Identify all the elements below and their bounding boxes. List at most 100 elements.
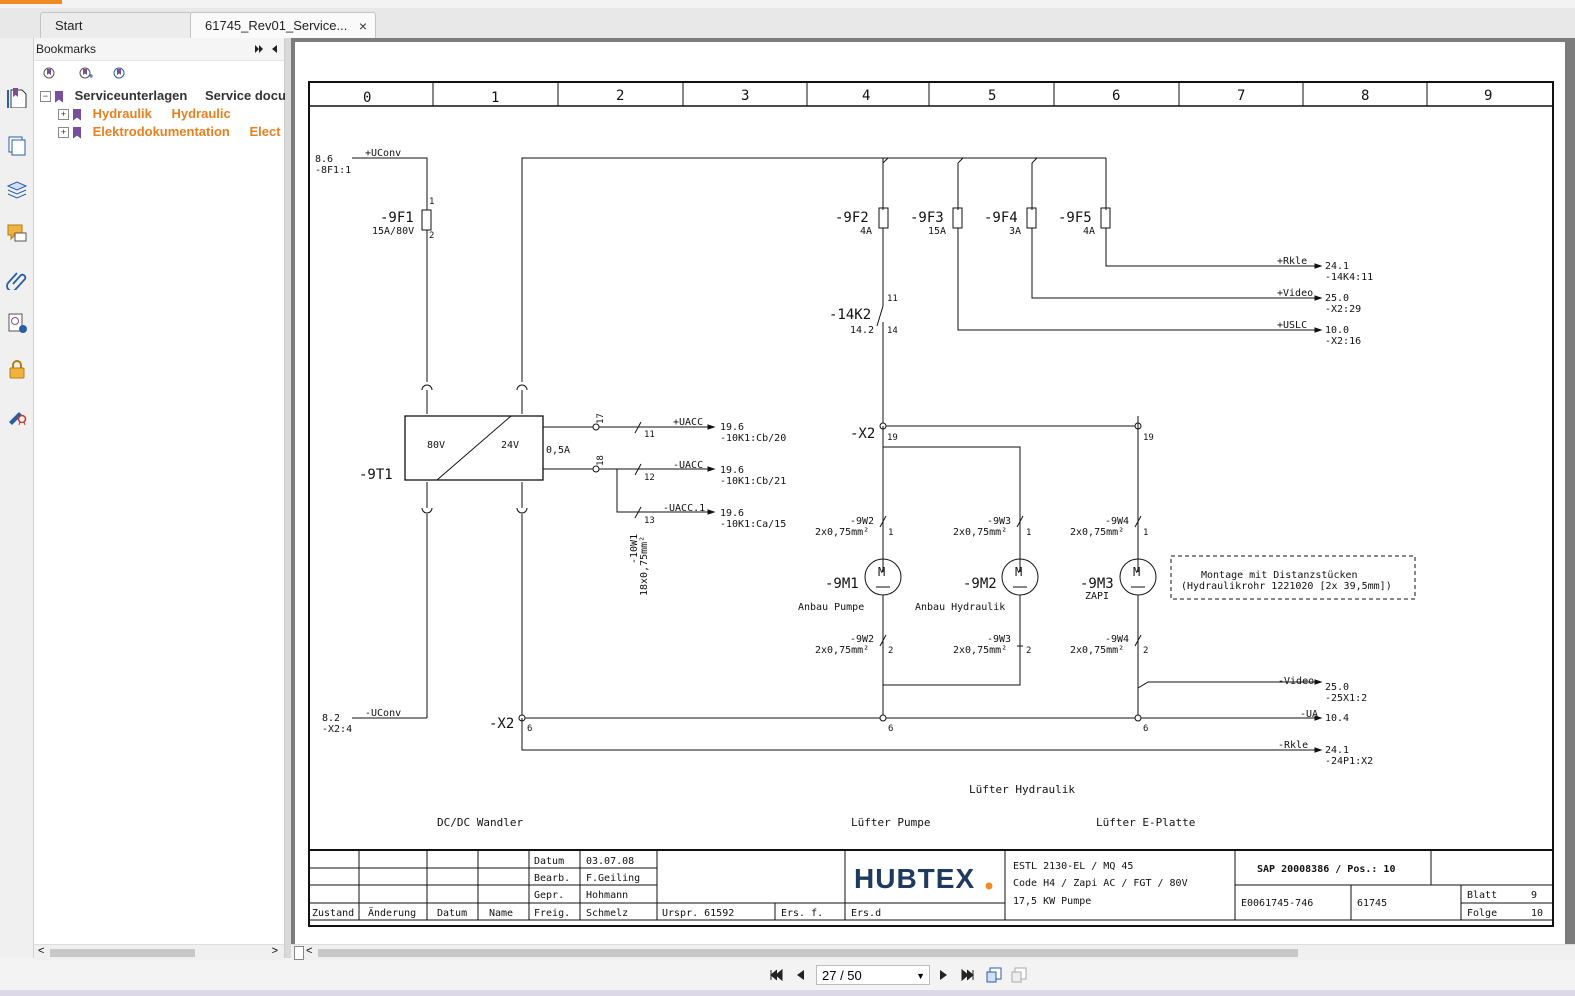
bottom-edge (0, 990, 1575, 996)
tb-zustand: Zustand (312, 908, 354, 919)
find-bookmark-icon[interactable] (112, 65, 128, 81)
lock-icon[interactable] (6, 358, 28, 380)
tb-name: Name (489, 908, 513, 919)
tab-document-label: 61745_Rev01_Service... (205, 18, 348, 33)
tb-datum-label: Datum (534, 856, 564, 867)
tb-blatt-label: Blatt (1467, 890, 1497, 901)
label-video-bot-ref2: -25X1:2 (1325, 693, 1367, 704)
scroll-box-icon[interactable] (294, 946, 304, 960)
label-n12: 12 (644, 473, 655, 483)
label-video-top: +Video (1277, 288, 1313, 299)
layers-icon[interactable] (6, 178, 28, 200)
label-uconv-bot-ref: 8.2 (322, 713, 340, 724)
label-w4-bot: -9W4 (1105, 634, 1129, 645)
label-f2: -9F2 (835, 210, 869, 226)
label-rkle-top: +Rkle (1277, 256, 1307, 267)
first-page-icon[interactable] (768, 966, 786, 984)
expand-toggle-icon[interactable]: + (58, 127, 69, 139)
bookmark-options-icon[interactable] (42, 65, 58, 81)
expand-toggle-icon[interactable]: + (58, 109, 69, 121)
logo-dot-icon (985, 882, 993, 890)
bookmark-toolbar (34, 61, 284, 85)
fit-width-icon[interactable] (1010, 966, 1028, 984)
last-page-icon[interactable] (958, 966, 976, 984)
label-x2-bot: -X2 (489, 716, 514, 732)
column-3: 3 (741, 88, 749, 104)
label-rkle-bot-ref2: -24P1:X2 (1325, 756, 1373, 767)
column-6: 6 (1112, 88, 1120, 104)
label-k2: -14K2 (829, 307, 871, 323)
tab-start[interactable]: Start (40, 12, 192, 38)
label-w3-top-spec: 2x0,75mm² (953, 527, 1007, 538)
scroll-left-icon[interactable]: < (306, 945, 313, 957)
label-k2-ref: 14.2 (850, 325, 874, 336)
attachment-icon[interactable] (6, 268, 28, 290)
section-luefter-hydraulik: Lüfter Hydraulik (969, 783, 1075, 796)
label-m2-desc: Anbau Hydraulik (915, 602, 1005, 613)
label-x2-19b: 19 (1143, 433, 1154, 443)
bookmark-icon (73, 126, 81, 139)
label-pin: 1 (1143, 528, 1148, 538)
motor-m1-symbol: M (878, 565, 885, 579)
panel-splitter[interactable] (285, 38, 291, 958)
label-w2-top: -9W2 (850, 516, 874, 527)
collapse-panel-icon[interactable] (270, 44, 278, 54)
next-page-icon[interactable] (934, 966, 952, 984)
label-video-top-ref: 25.0 (1325, 293, 1349, 304)
collapse-toggle-icon[interactable]: − (40, 91, 51, 103)
column-9: 9 (1484, 88, 1492, 104)
label-video-bot-ref: 25.0 (1325, 682, 1349, 693)
column-4: 4 (862, 88, 870, 104)
panel-horizontal-scrollbar[interactable]: < > (34, 944, 284, 961)
label-k2-n14: 14 (887, 326, 898, 336)
label-w3-bot: -9W3 (987, 634, 1011, 645)
section-luefter-pumpe: Lüfter Pumpe (851, 816, 930, 829)
label-ua: -UA (1300, 709, 1318, 720)
bookmark-label-extra: Service docu (204, 88, 286, 103)
scroll-thumb[interactable] (318, 949, 1298, 957)
label-w4-top: -9W4 (1105, 516, 1129, 527)
viewer-horizontal-scrollbar[interactable]: < (291, 944, 1575, 961)
bookmark-page-icon[interactable] (6, 86, 28, 108)
fit-page-icon[interactable] (985, 966, 1003, 984)
tab-document[interactable]: 61745_Rev01_Service... × (190, 12, 376, 38)
label-uacc-minus-ref: 19.6 (720, 465, 744, 476)
expand-panel-icon[interactable] (254, 44, 264, 54)
bookmark-label: Serviceunterlagen (74, 88, 188, 103)
page-number-select[interactable]: 27 / 50 ▼ (816, 965, 930, 985)
label-f3-rating: 15A (928, 226, 946, 237)
label-w3-bot-spec: 2x0,75mm² (953, 645, 1007, 656)
expand-bookmark-icon[interactable] (78, 65, 94, 81)
column-2: 2 (616, 88, 624, 104)
tb-urspr: Urspr. 61592 (662, 908, 734, 919)
pages-icon[interactable] (6, 134, 28, 156)
label-uslc-ref2: -X2:16 (1325, 336, 1361, 347)
label-uacc-minus-ref2: -10K1:Cb/21 (720, 476, 786, 487)
signature-icon[interactable] (6, 312, 28, 334)
scroll-thumb[interactable] (50, 949, 195, 957)
label-x2-top: -X2 (850, 426, 875, 442)
label-uacc1: -UACC.1 (663, 503, 705, 514)
scroll-left-icon[interactable]: < (38, 945, 45, 957)
tb-bearb: F.Geiling (586, 873, 640, 884)
tb-ers-d: Ers.d (851, 908, 881, 919)
prev-page-icon[interactable] (792, 966, 810, 984)
tb-sap: SAP 20008386 / Pos.: 10 (1257, 864, 1395, 875)
bookmark-label: Hydraulik (92, 106, 152, 121)
label-m3: -9M3 (1080, 576, 1114, 592)
close-tab-icon[interactable]: × (358, 18, 367, 34)
label-w2-bot: -9W2 (850, 634, 874, 645)
schematic-drawing: 0 1 2 3 4 5 6 7 8 9 8.6 -8F1:1 +UConv -9… (308, 81, 1554, 927)
label-uacc-plus-ref: 19.6 (720, 422, 744, 433)
bookmark-hydraulik[interactable]: + Hydraulik Hydraulic (58, 106, 231, 124)
bookmark-serviceunterlagen[interactable]: − Serviceunterlagen Service docu (40, 88, 286, 106)
label-uacc-minus: -UACC (673, 460, 703, 471)
label-pin: 2 (429, 231, 434, 241)
bookmark-elektrodokumentation[interactable]: + Elektrodokumentation Elect (58, 124, 281, 142)
scroll-right-icon[interactable]: > (271, 945, 278, 957)
label-uslc-ref: 10.0 (1325, 325, 1349, 336)
label-w3-top: -9W3 (987, 516, 1011, 527)
tb-gepr-label: Gepr. (534, 890, 564, 901)
certificate-icon[interactable] (6, 404, 28, 426)
comments-icon[interactable] (6, 222, 28, 244)
